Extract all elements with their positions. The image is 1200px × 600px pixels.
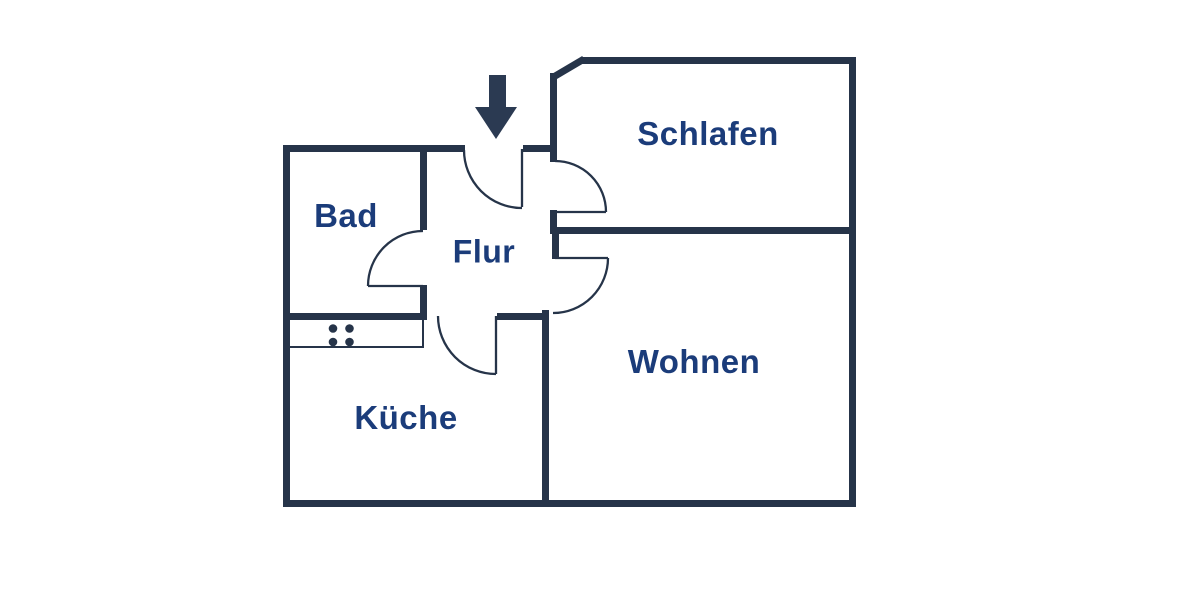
stove-dots-icon xyxy=(328,324,354,347)
entrance-arrow-icon xyxy=(475,75,517,139)
door-entrance-arc xyxy=(462,149,523,210)
room-label-schlafen: Schlafen xyxy=(637,115,779,152)
door-kueche-arc xyxy=(436,315,497,376)
room-label-wohnen: Wohnen xyxy=(627,343,761,380)
door-schlafen-arc xyxy=(554,159,608,213)
room-label-flur: Flur xyxy=(452,233,516,270)
door-bad-arc xyxy=(366,229,424,287)
wall-schlafen-corner-chamfer xyxy=(551,55,586,81)
door-wohnen-arc xyxy=(552,257,610,315)
room-label-kueche: Küche xyxy=(354,399,458,436)
kitchen-counter xyxy=(288,315,424,348)
room-label-bad: Bad xyxy=(314,197,378,234)
